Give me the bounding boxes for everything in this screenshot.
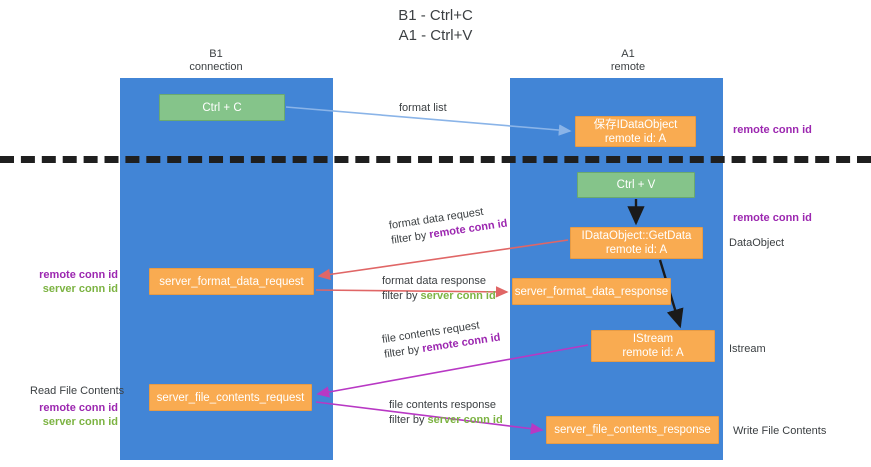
- annotation-dataobject: DataObject: [729, 237, 785, 249]
- phase-divider: [0, 156, 871, 163]
- node-server-file-contents-request-label: server_file_contents_request: [156, 391, 305, 404]
- node-server-format-data-request[interactable]: server_format_data_request: [149, 268, 314, 295]
- annotation-write-file-contents: Write File Contents: [733, 425, 827, 437]
- filter-prefix: filter by: [382, 290, 421, 302]
- node-istream-sub: remote id: A: [622, 347, 684, 359]
- edge-format-data-response: [315, 286, 509, 298]
- edge-label-file-contents-response: file contents response filter by server …: [389, 398, 503, 427]
- edge-label-format-list: format list: [399, 101, 447, 115]
- page-title: B1 - Ctrl+C A1 - Ctrl+V: [0, 6, 871, 46]
- column-header-b1-name: B1: [209, 48, 223, 60]
- annotation-right-mid-remote-conn-id: remote conn id: [733, 212, 812, 224]
- node-ctrl-c-label: Ctrl + C: [202, 101, 242, 114]
- node-istream[interactable]: IStream remote id: A: [591, 330, 715, 362]
- annotation-left-low-conn-ids: remote conn id server conn id: [22, 401, 118, 429]
- node-idataobject-label: 保存IDataObject: [593, 118, 678, 131]
- node-idataobject-sub: remote id: A: [604, 132, 667, 145]
- annotation-left-low-server-conn-id: server conn id: [42, 416, 118, 428]
- node-istream-label: IStream: [632, 333, 674, 345]
- annotation-left-conn-ids: remote conn id server conn id: [22, 268, 118, 296]
- filter-key-server-conn-id: server conn id: [427, 414, 503, 426]
- node-ctrl-c[interactable]: Ctrl + C: [159, 94, 285, 121]
- column-header-a1: A1 remote: [568, 48, 688, 74]
- edge-label-file-contents-response-text: file contents response: [389, 399, 497, 411]
- title-line-1: B1 - Ctrl+C: [398, 7, 473, 24]
- annotation-right-top-remote-conn-id: remote conn id: [733, 124, 812, 136]
- edge-file-contents-request: [316, 344, 589, 398]
- node-getdata[interactable]: IDataObject::GetData remote id: A: [570, 227, 703, 259]
- node-server-format-data-request-label: server_format_data_request: [159, 275, 304, 288]
- column-header-a1-name: A1: [621, 48, 635, 60]
- edge-label-format-list-text: format list: [399, 102, 447, 114]
- edge-label-format-data-response-filter: filter by server conn id: [382, 289, 496, 303]
- annotation-left-server-conn-id: server conn id: [42, 283, 118, 295]
- node-server-format-data-response[interactable]: server_format_data_response: [512, 278, 671, 305]
- node-ctrl-v-label: Ctrl + V: [616, 179, 656, 191]
- node-server-file-contents-request[interactable]: server_file_contents_request: [149, 384, 312, 411]
- node-ctrl-v[interactable]: Ctrl + V: [577, 172, 695, 198]
- column-header-b1-role: connection: [189, 61, 243, 73]
- node-getdata-label: IDataObject::GetData: [581, 230, 692, 242]
- annotation-read-file-contents: Read File Contents: [30, 385, 125, 397]
- node-getdata-sub: remote id: A: [605, 244, 668, 256]
- node-server-file-contents-response[interactable]: server_file_contents_response: [546, 416, 719, 444]
- annotation-left-remote-conn-id: remote conn id: [39, 269, 118, 281]
- column-header-a1-role: remote: [610, 61, 646, 73]
- annotation-left-low-remote-conn-id: remote conn id: [39, 402, 118, 414]
- node-server-format-data-response-label: server_format_data_response: [514, 285, 669, 298]
- filter-key-server-conn-id: server conn id: [420, 290, 496, 302]
- edge-label-file-contents-response-filter: filter by server conn id: [389, 413, 503, 427]
- title-line-2: A1 - Ctrl+V: [398, 27, 473, 44]
- edge-label-format-data-response-text: format data response: [382, 275, 486, 287]
- annotation-istream: Istream: [729, 343, 766, 355]
- node-idataobject[interactable]: 保存IDataObject remote id: A: [575, 116, 696, 147]
- node-server-file-contents-response-label: server_file_contents_response: [554, 424, 711, 436]
- edge-format-data-request: [317, 239, 569, 281]
- column-header-b1: B1 connection: [156, 48, 276, 74]
- filter-prefix: filter by: [389, 414, 428, 426]
- edge-file-contents-response: [315, 401, 544, 435]
- edge-format-list: [285, 106, 572, 136]
- edge-label-format-data-response: format data response filter by server co…: [382, 274, 496, 303]
